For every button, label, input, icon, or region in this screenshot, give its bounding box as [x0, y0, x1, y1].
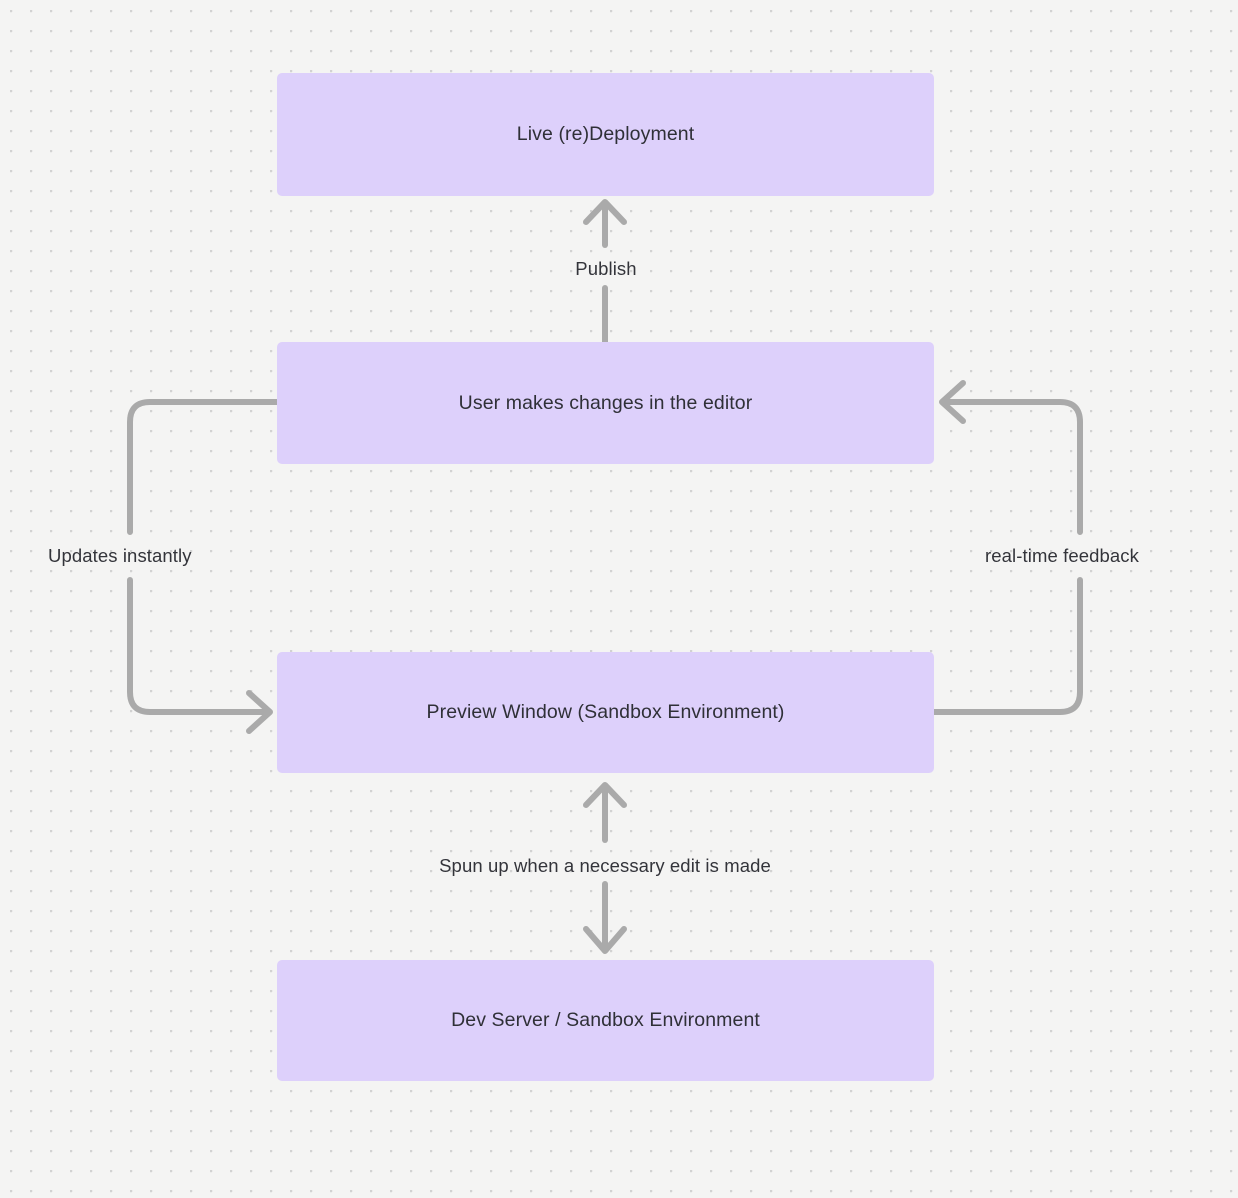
edge-label-updates-instantly: Updates instantly: [48, 545, 192, 566]
node-user-makes-changes[interactable]: User makes changes in the editor: [277, 342, 934, 464]
node-live-redeployment[interactable]: Live (re)Deployment: [277, 73, 934, 196]
edge-label-real-time-feedback: real-time feedback: [985, 545, 1139, 566]
edge-label-spun-up: Spun up when a necessary edit is made: [439, 855, 771, 876]
node-preview-window[interactable]: Preview Window (Sandbox Environment): [277, 652, 934, 773]
node-label: User makes changes in the editor: [458, 391, 753, 414]
node-dev-server[interactable]: Dev Server / Sandbox Environment: [277, 960, 934, 1081]
node-label: Dev Server / Sandbox Environment: [451, 1009, 760, 1032]
edge-label-publish: Publish: [575, 258, 637, 279]
node-label: Live (re)Deployment: [516, 123, 695, 146]
node-label: Preview Window (Sandbox Environment): [426, 701, 785, 724]
